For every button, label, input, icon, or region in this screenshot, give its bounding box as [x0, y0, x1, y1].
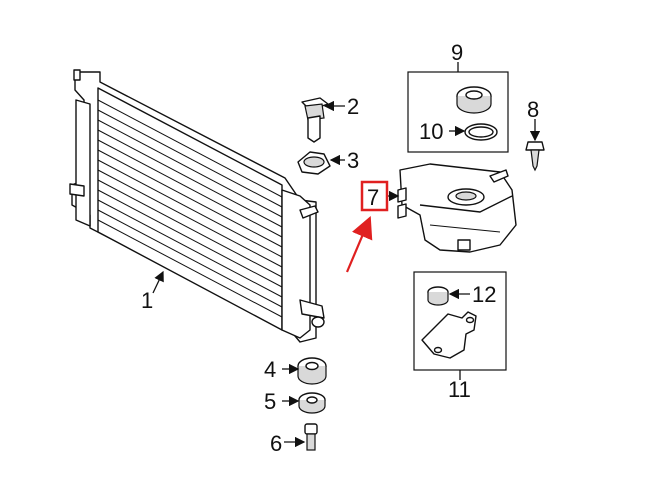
highlight-arrow [345, 215, 373, 273]
callout-7: 7 [367, 185, 379, 210]
lower-grommet [298, 392, 326, 414]
leader-lines [152, 62, 541, 448]
upper-grommet [297, 151, 331, 175]
screw [525, 141, 545, 172]
callout-10: 10 [419, 119, 443, 144]
radiator-fins [97, 99, 283, 318]
callout-9: 9 [451, 40, 463, 65]
expansion-tank [397, 163, 517, 253]
callout-2: 2 [347, 94, 359, 119]
callout-5: 5 [264, 389, 276, 414]
callout-3: 3 [347, 148, 359, 173]
radiator [69, 69, 325, 343]
lower-bolt [304, 423, 318, 451]
cap-box [407, 71, 509, 153]
upper-mount-pin [301, 97, 329, 143]
callout-1: 1 [141, 288, 153, 313]
callout-11: 11 [448, 377, 471, 402]
callout-12: 12 [472, 282, 496, 307]
callout-8: 8 [527, 97, 539, 122]
callout-4: 4 [264, 357, 276, 382]
callout-6: 6 [270, 431, 282, 456]
lower-mount [297, 357, 327, 385]
highlight-box [360, 180, 389, 212]
